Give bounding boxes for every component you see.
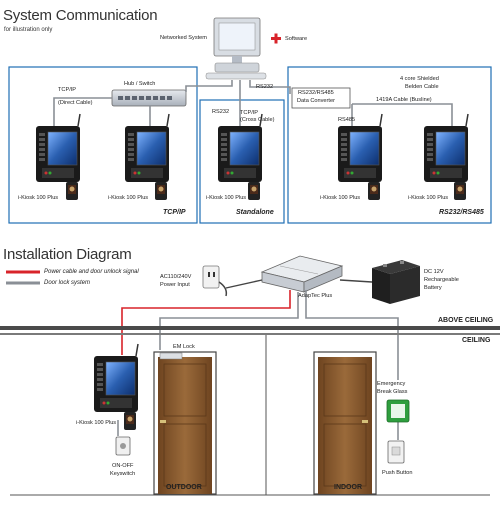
indoor-label: INDOOR [334, 484, 362, 491]
system-subtitle: for illustration only [4, 27, 53, 33]
group-tcpip-label: TCP/IP [163, 209, 186, 216]
tcpip-group-frame [8, 66, 198, 224]
push-button-unit [387, 440, 405, 464]
hub-switch [111, 89, 187, 107]
emergency-label-2: Break Glass [377, 389, 408, 395]
shielded-cable-label-2: Belden Cable [405, 84, 439, 90]
kiosk-device-2 [124, 113, 170, 201]
comm-cables [53, 80, 453, 128]
install-title: Installation Diagram [3, 246, 132, 263]
legend-power-label: Power cable and door unlock signal [44, 269, 139, 275]
adaptec-label: AdapTec Plus [298, 293, 333, 299]
shielded-cable-label-1: 4 core Shielded [400, 76, 439, 82]
install-device-label: i-Kiosk 100 Plus [76, 420, 117, 426]
group-rs-label: RS232/RS485 [439, 209, 484, 216]
power-outlet [202, 265, 228, 297]
kiosk-device-1 [35, 113, 81, 201]
software-label: Software [285, 36, 308, 42]
software-plus-icon [271, 33, 281, 44]
device-label-3: i-Kiosk 100 Plus [206, 195, 247, 201]
kiosk-device-5 [423, 113, 469, 201]
indoor-door [313, 351, 377, 495]
keyswitch-label-2: Keyswitch [110, 471, 136, 477]
battery-label-1: DC 12V [424, 269, 444, 275]
kiosk-device-4 [337, 113, 383, 201]
hub-switch-label: Hub / Switch [124, 81, 156, 87]
rs485-label: RS485 [338, 117, 356, 123]
above-ceiling-label: ABOVE CEILING [438, 317, 494, 324]
device-label-1: i-Kiosk 100 Plus [18, 195, 59, 201]
direct-cable-label: (Direct Cable) [58, 100, 93, 106]
keyswitch [115, 436, 131, 456]
battery-label-3: Battery [424, 285, 442, 291]
install-kiosk-device [93, 343, 139, 431]
standalone-group-frame [199, 99, 285, 224]
ceiling-bar-bottom [0, 333, 500, 335]
keyswitch-label-1: ON-OFF [112, 463, 134, 469]
tcpip-cable-label: TCP/IP [58, 87, 77, 93]
outdoor-door [153, 351, 217, 495]
rs232-left-label: RS232 [212, 109, 230, 115]
converter-label-2: Data Converter [297, 98, 335, 104]
system-title: System Communication [3, 7, 158, 24]
busline-cable-label: 1419A Cable (Busline) [376, 97, 432, 103]
power-input-label-1: AC110/240V [160, 274, 192, 280]
legend-lock-label: Door lock system [44, 280, 91, 286]
push-button-label: Push Button [382, 470, 413, 476]
break-glass-unit [386, 399, 410, 423]
device-label-2: i-Kiosk 100 Plus [108, 195, 149, 201]
group-standalone-label: Standalone [236, 209, 274, 216]
networked-system-label: Networked System [160, 35, 207, 41]
battery [372, 260, 420, 304]
kiosk-device-3 [217, 113, 263, 201]
data-converter [291, 87, 351, 109]
ceiling-bar-top [0, 326, 500, 330]
tcpip-cross-label-1: TCP/IP [240, 110, 259, 116]
rs-group-frame [287, 66, 492, 224]
ceiling-label: CEILING [462, 337, 491, 344]
device-label-5: i-Kiosk 100 Plus [408, 195, 449, 201]
converter-label-1: RS232/RS485 [298, 90, 334, 96]
battery-label-2: Rechargeable [424, 277, 459, 283]
device-label-4: i-Kiosk 100 Plus [320, 195, 361, 201]
rs232-top-label: RS232 [256, 84, 274, 90]
tcpip-cross-label-2: (Cross Cable) [240, 117, 275, 123]
room-outlines [10, 335, 490, 496]
em-lock-label: EM Lock [173, 344, 195, 350]
emergency-label-1: Emergency [377, 381, 406, 387]
networked-system-computer [205, 17, 267, 80]
power-input-label-2: Power Input [160, 282, 190, 288]
outdoor-label: OUTDOOR [166, 484, 202, 491]
adaptec-box [260, 255, 344, 293]
